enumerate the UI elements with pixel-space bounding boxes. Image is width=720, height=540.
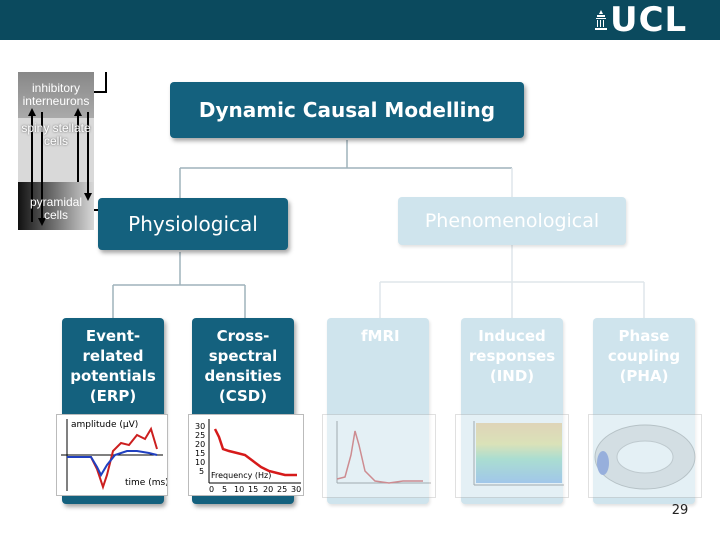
fmri-chart: [322, 414, 436, 498]
pyramidal-label: pyramidal cells: [29, 195, 83, 222]
portico-icon: [595, 10, 607, 30]
csd-xlabel: Frequency (Hz): [211, 471, 271, 480]
ind-chart-graphic: [473, 421, 564, 486]
csd-ytick: 5: [199, 467, 204, 476]
csd-label: Cross-spectral densities (CSD): [204, 327, 282, 405]
csd-ytick: 30: [195, 422, 205, 431]
csd-ytick: 25: [195, 431, 205, 440]
csd-ytick: 10: [195, 458, 205, 467]
page-number: 29: [671, 503, 689, 518]
csd-xtick: 20: [263, 485, 273, 494]
fmri-chart-graphic: [336, 421, 431, 484]
logo-text: UCL: [610, 0, 688, 40]
torus-graphic: [594, 424, 696, 490]
csd-ytick: 15: [195, 449, 205, 458]
neuronal-model-diagram: inhibitory interneurons spiny stellate c…: [14, 72, 110, 230]
stellate-label: spiny stellate cells: [21, 121, 91, 148]
csd-xtick: 30: [291, 485, 301, 494]
erp-ylabel: amplitude (μV): [71, 420, 138, 430]
fmri-box: fMRI: [327, 318, 429, 504]
erp-chart: amplitude (μV) time (ms): [56, 414, 169, 496]
csd-chart-graphic: 30 25 20 15 10 5 Frequency (Hz) 0 5 10 1…: [195, 419, 301, 494]
ind-label: Induced responses (IND): [468, 327, 556, 385]
phenomenological-box: Phenomenological: [398, 197, 626, 245]
fmri-label: fMRI: [361, 327, 400, 345]
csd-chart: 30 25 20 15 10 5 Frequency (Hz) 0 5 10 1…: [188, 414, 304, 496]
csd-xtick: 0: [209, 485, 214, 494]
ucl-logo: UCL: [594, 0, 704, 40]
erp-xlabel: time (ms): [125, 478, 167, 488]
pha-label: Phase coupling (PHA): [607, 327, 681, 385]
csd-xtick: 25: [277, 485, 287, 494]
physiological-box: Physiological: [98, 198, 288, 250]
erp-chart-graphic: amplitude (μV) time (ms): [61, 419, 169, 491]
header-bar: UCL: [0, 0, 720, 40]
csd-xtick: 15: [248, 485, 258, 494]
neuron-diagram-graphic: [18, 72, 110, 230]
csd-xtick: 5: [222, 485, 227, 494]
pha-chart: [588, 414, 702, 498]
dcm-root-box: Dynamic Causal Modelling: [170, 82, 524, 138]
erp-label: Event-related potentials (ERP): [70, 327, 156, 405]
csd-xtick: 10: [234, 485, 244, 494]
interneurons-label: inhibitory interneurons: [22, 81, 90, 108]
pha-box: Phase coupling (PHA): [593, 318, 695, 504]
csd-ytick: 20: [195, 440, 205, 449]
ind-chart: [455, 414, 569, 498]
